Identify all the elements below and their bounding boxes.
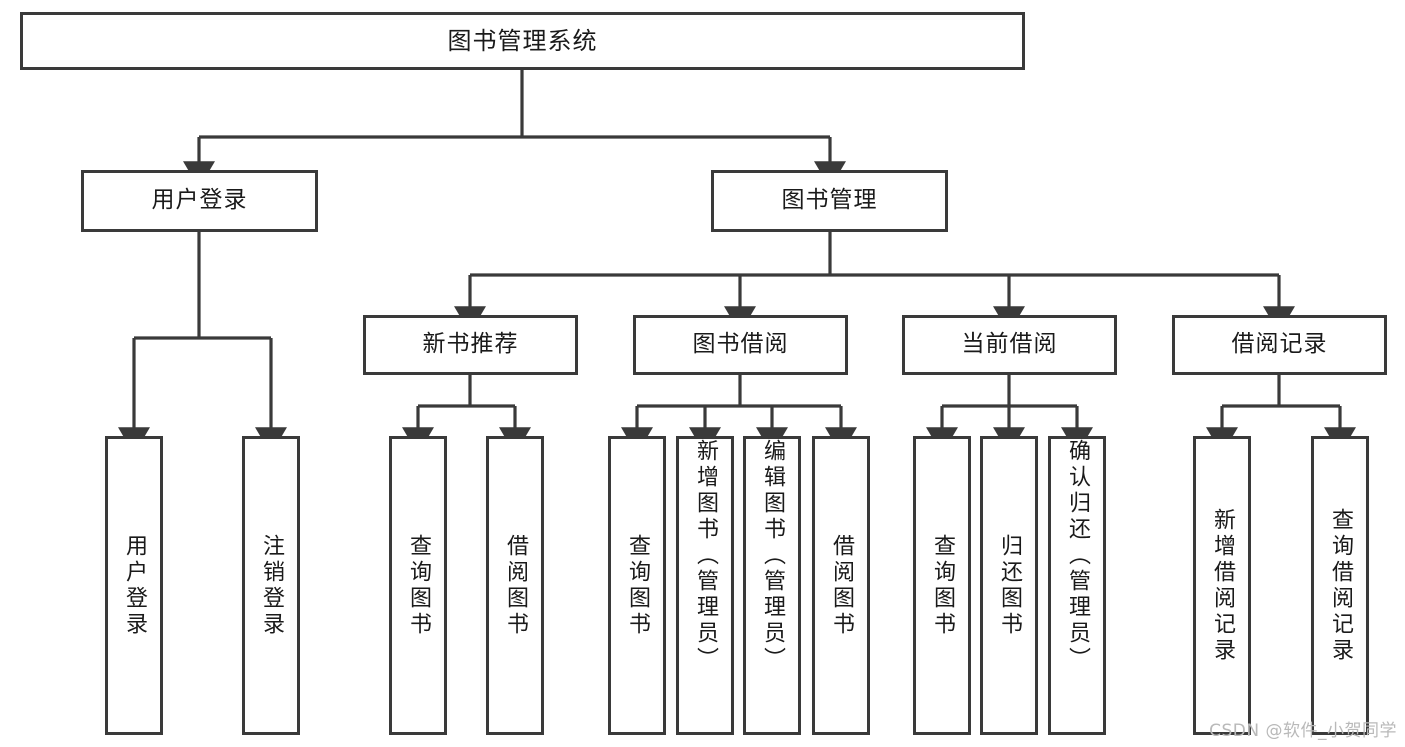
node-label: 图书管理系统 <box>447 26 598 55</box>
node-label: 借阅图书 <box>829 533 854 638</box>
node-label: 查询借阅记录 <box>1328 507 1353 664</box>
node-label: 图书管理 <box>781 187 878 214</box>
node-borrow-record[interactable]: 借阅记录 <box>1172 315 1387 375</box>
node-label: 新增图书（管理员） <box>693 439 718 673</box>
node-book-management-system[interactable]: 图书管理系统 <box>20 12 1025 70</box>
node-new-book-rec[interactable]: 新书推荐 <box>363 315 578 375</box>
node-leaf-user-login[interactable]: 用户登录 <box>105 436 163 735</box>
node-label: 确认归还（管理员） <box>1065 439 1090 673</box>
node-leaf-query-book-3[interactable]: 查询图书 <box>913 436 971 735</box>
node-book-borrow[interactable]: 图书借阅 <box>633 315 848 375</box>
node-label: 新增借阅记录 <box>1210 507 1235 664</box>
node-leaf-add-book[interactable]: 新增图书（管理员） <box>676 436 734 735</box>
node-leaf-confirm-return[interactable]: 确认归还（管理员） <box>1048 436 1106 735</box>
node-leaf-logout[interactable]: 注销登录 <box>242 436 300 735</box>
node-label: 查询图书 <box>406 533 431 638</box>
node-leaf-borrow-book-2[interactable]: 借阅图书 <box>812 436 870 735</box>
node-leaf-borrow-book-1[interactable]: 借阅图书 <box>486 436 544 735</box>
node-current-borrow[interactable]: 当前借阅 <box>902 315 1117 375</box>
node-label: 用户登录 <box>122 533 147 638</box>
node-leaf-query-book-2[interactable]: 查询图书 <box>608 436 666 735</box>
node-label: 查询图书 <box>625 533 650 638</box>
node-label: 借阅记录 <box>1231 331 1328 358</box>
node-label: 当前借阅 <box>961 331 1058 358</box>
node-label: 编辑图书（管理员） <box>760 439 785 673</box>
node-leaf-add-record[interactable]: 新增借阅记录 <box>1193 436 1251 735</box>
node-label: 借阅图书 <box>503 533 528 638</box>
node-leaf-query-book-1[interactable]: 查询图书 <box>389 436 447 735</box>
node-leaf-edit-book[interactable]: 编辑图书（管理员） <box>743 436 801 735</box>
node-label: 注销登录 <box>259 533 284 638</box>
node-leaf-return-book[interactable]: 归还图书 <box>980 436 1038 735</box>
node-label: 新书推荐 <box>422 331 519 358</box>
node-book-manage[interactable]: 图书管理 <box>711 170 948 232</box>
node-user-login[interactable]: 用户登录 <box>81 170 318 232</box>
node-label: 查询图书 <box>930 533 955 638</box>
node-label: 归还图书 <box>997 533 1022 638</box>
node-leaf-query-record[interactable]: 查询借阅记录 <box>1311 436 1369 735</box>
node-label: 用户登录 <box>151 187 248 214</box>
node-label: 图书借阅 <box>692 331 789 358</box>
